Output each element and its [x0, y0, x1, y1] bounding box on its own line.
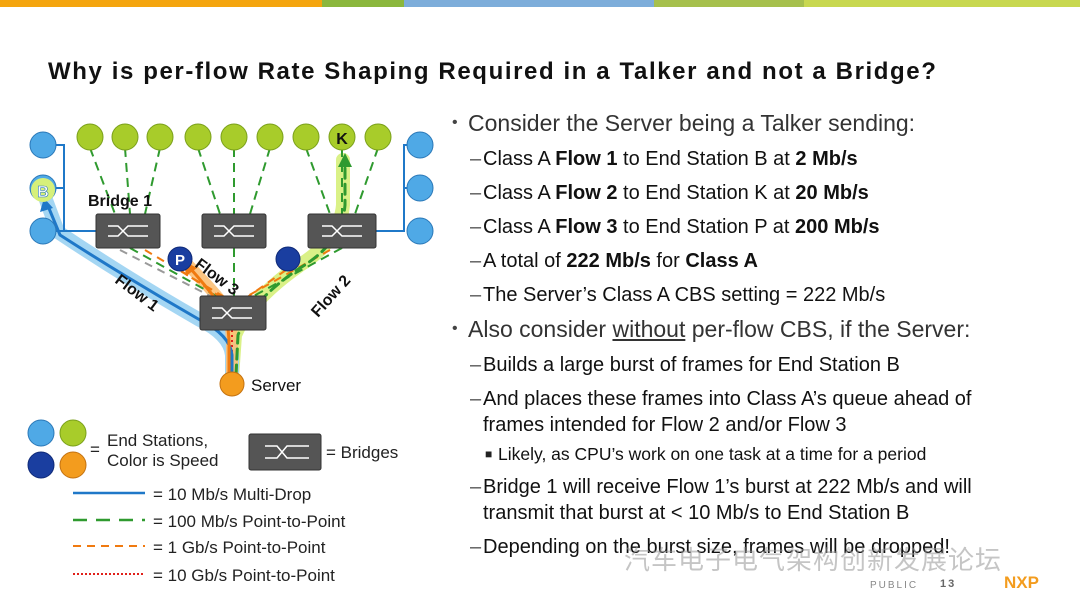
- s4-mid: for: [650, 250, 686, 272]
- sub-sub-bullet-cpu: ■Likely, as CPU’s work on one task at a …: [485, 444, 927, 464]
- s1-mid: to End Station B at: [617, 148, 796, 170]
- s1-rate: 2 Mb/s: [795, 148, 858, 170]
- flow2-arrowhead: [338, 153, 352, 167]
- server-label: Server: [251, 376, 301, 395]
- flow2-label: Flow 2: [308, 272, 354, 320]
- bridge1-label: Bridge 1: [88, 193, 152, 210]
- t3-text: Likely, as CPU’s work on one task at a t…: [498, 444, 927, 464]
- legend-line-orange-text: = 1 Gb/s Point-to-Point: [153, 538, 326, 557]
- gray-link: [119, 249, 223, 303]
- end-station-p: [167, 246, 193, 272]
- s3-flow: Flow 3: [555, 216, 618, 238]
- legend-line-blue-text: = 10 Mb/s Multi-Drop: [153, 485, 311, 504]
- end-station-b-highlight: [31, 178, 55, 202]
- s1-pre: Class A: [483, 148, 556, 170]
- t4-line2: transmit that burst at < 10 Mb/s to End …: [483, 502, 910, 524]
- end-station-dark-blue: [275, 246, 301, 272]
- s2-rate: 20 Mb/s: [795, 182, 869, 204]
- sub-bullet-queue: –And places these frames into Class A’s …: [470, 388, 972, 436]
- b2-pre: Also consider: [468, 316, 613, 342]
- sub-bullet-dropped: –Depending on the burst size, frames wil…: [470, 536, 950, 558]
- t5-text: Depending on the burst size, frames will…: [483, 536, 950, 558]
- bullet-talker-text: Consider the Server being a Talker sendi…: [468, 110, 916, 136]
- end-stations-top: [76, 123, 392, 151]
- slide-title: Why is per-flow Rate Shaping Required in…: [48, 58, 938, 85]
- legend-end-stations: End Stations,: [107, 431, 208, 450]
- s2-pre: Class A: [483, 182, 556, 204]
- b2-post: per-flow CBS, if the Server:: [685, 316, 971, 342]
- t2-line1: And places these frames into Class A’s q…: [483, 388, 972, 410]
- network-diagram: B K P Bridge 1 Serv: [27, 123, 434, 585]
- s3-rate: 200 Mb/s: [795, 216, 880, 238]
- legend-light-blue-node: [27, 419, 55, 447]
- legend: = End Stations, Color is Speed = Bridges…: [27, 419, 398, 585]
- s2-mid: to End Station K at: [617, 182, 796, 204]
- legend-bridge-icon: [248, 433, 322, 471]
- sub-bullet-flow2: –Class A Flow 2 to End Station K at 20 M…: [470, 182, 869, 204]
- end-station-p-label: P: [175, 252, 185, 269]
- top-bar-segment-green: [654, 0, 804, 7]
- s3-mid: to End Station P at: [617, 216, 796, 238]
- server-node: [219, 371, 245, 397]
- end-station-b-label: B: [37, 184, 49, 201]
- bridge-3: [307, 213, 377, 249]
- t1-text: Builds a large burst of frames for End S…: [483, 354, 900, 376]
- top-bar-segment-orange: [0, 0, 322, 7]
- watermark: 汽车电子电气架构创新发展论坛: [624, 545, 1003, 575]
- bridge-1: [95, 213, 161, 249]
- footer-page-number: 13: [940, 578, 957, 590]
- t2-line2: frames intended for Flow 2 and/or Flow 3: [483, 414, 847, 436]
- bullet-without-cbs: Also consider without per-flow CBS, if t…: [452, 314, 1072, 344]
- bridge-4: [199, 295, 267, 331]
- legend-color-speed: Color is Speed: [107, 451, 219, 470]
- legend-dark-blue-node: [27, 451, 55, 479]
- s4-pre: A total of: [483, 250, 567, 272]
- footer-classification: PUBLIC: [870, 580, 919, 591]
- nxp-logo: NXP: [1004, 573, 1039, 593]
- end-stations-right: [406, 131, 434, 245]
- s2-flow: Flow 2: [555, 182, 618, 204]
- legend-equals: =: [90, 440, 100, 459]
- green-links: [89, 147, 379, 299]
- b2-underline: without: [612, 316, 686, 342]
- bullet-list: Consider the Server being a Talker sendi…: [452, 106, 1072, 560]
- s4-total: 222 Mb/s: [566, 250, 651, 272]
- nxp-logo-text: NXP: [1004, 573, 1039, 592]
- top-bar-segment-blue: [404, 0, 654, 7]
- bridges: [95, 213, 377, 331]
- legend-light-green-node: [59, 419, 87, 447]
- t4-line1: Bridge 1 will receive Flow 1’s burst at …: [483, 476, 972, 498]
- legend-bridges: = Bridges: [326, 443, 398, 462]
- sub-bullet-flow1: –Class A Flow 1 to End Station B at 2 Mb…: [470, 148, 858, 170]
- s4-class: Class A: [685, 250, 758, 272]
- top-bar-segment-olive: [322, 0, 404, 7]
- legend-line-red-text: = 10 Gb/s Point-to-Point: [153, 566, 335, 585]
- end-station-k-label: K: [336, 131, 348, 148]
- top-color-bar: [0, 0, 1080, 7]
- sub-bullet-bridge1: –Bridge 1 will receive Flow 1’s burst at…: [470, 476, 972, 524]
- legend-orange-node: [59, 451, 87, 479]
- sub-bullet-total: –A total of 222 Mb/s for Class A: [470, 250, 758, 272]
- s5-text: The Server’s Class A CBS setting = 222 M…: [483, 284, 886, 306]
- bridge-2: [201, 213, 267, 249]
- s1-flow: Flow 1: [555, 148, 618, 170]
- sub-bullet-flow3: –Class A Flow 3 to End Station P at 200 …: [470, 216, 880, 238]
- sub-bullet-cbs: –The Server’s Class A CBS setting = 222 …: [470, 284, 886, 306]
- s3-pre: Class A: [483, 216, 556, 238]
- bullet-talker: Consider the Server being a Talker sendi…: [452, 108, 1072, 138]
- legend-line-green-text: = 100 Mb/s Point-to-Point: [153, 512, 346, 531]
- sub-bullet-burst: –Builds a large burst of frames for End …: [470, 354, 900, 376]
- top-bar-segment-lime: [804, 0, 1080, 7]
